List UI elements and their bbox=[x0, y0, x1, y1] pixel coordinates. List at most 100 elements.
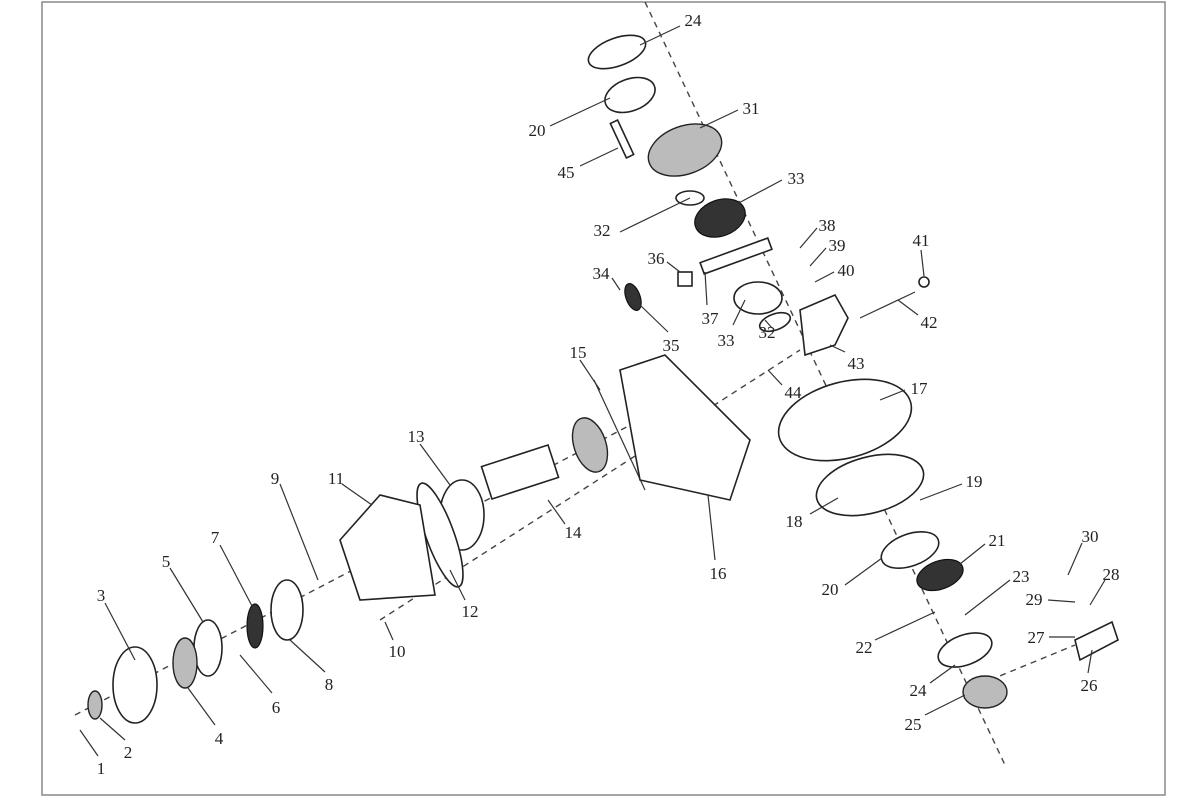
leader-line bbox=[639, 304, 669, 333]
callout-number: 30 bbox=[1082, 527, 1099, 546]
callout-number: 9 bbox=[271, 469, 280, 488]
parts bbox=[87, 34, 1119, 724]
leader-line bbox=[829, 344, 846, 353]
leader-line bbox=[169, 567, 204, 623]
leader-line bbox=[99, 717, 126, 741]
leader-line bbox=[704, 271, 708, 306]
callout-number: 23 bbox=[1013, 567, 1030, 586]
leader-line bbox=[954, 543, 986, 569]
callout-number: 4 bbox=[215, 729, 224, 748]
callout-number: 22 bbox=[856, 638, 873, 657]
leader-line bbox=[219, 544, 253, 607]
callout-number: 11 bbox=[328, 469, 344, 488]
callout-number: 18 bbox=[786, 512, 803, 531]
part-side-gear-lower bbox=[733, 281, 783, 315]
callout-number: 14 bbox=[565, 523, 583, 542]
part-bolt bbox=[609, 119, 635, 159]
part-axle-housing bbox=[619, 354, 751, 501]
callout-number: 27 bbox=[1028, 628, 1046, 647]
part-cross-shaft bbox=[699, 237, 773, 275]
callout-number: 12 bbox=[462, 602, 479, 621]
callout-number: 20 bbox=[529, 121, 546, 140]
callout-number: 21 bbox=[989, 531, 1006, 550]
leader-line bbox=[964, 579, 1011, 616]
callout-number: 33 bbox=[788, 169, 805, 188]
leader-line bbox=[289, 639, 326, 673]
leader-line bbox=[547, 499, 566, 525]
callout-number: 44 bbox=[785, 383, 803, 402]
part-flange bbox=[815, 453, 925, 517]
leader-line bbox=[874, 611, 936, 641]
leader-line bbox=[79, 729, 99, 757]
part-carrier-housing bbox=[647, 123, 723, 177]
callout-number: 29 bbox=[1026, 590, 1043, 609]
leader-line bbox=[809, 247, 827, 267]
leader-line bbox=[844, 557, 883, 586]
part-gasket bbox=[593, 379, 646, 491]
leader-line bbox=[897, 299, 919, 316]
part-castle-nut bbox=[87, 690, 103, 720]
callout-number: 38 bbox=[819, 216, 836, 235]
leader-line bbox=[341, 483, 373, 506]
part-gear-lower bbox=[916, 558, 964, 592]
leader-line bbox=[1067, 542, 1083, 576]
callout-number: 39 bbox=[829, 236, 846, 255]
leader-line bbox=[384, 621, 394, 641]
callout-number: 3 bbox=[97, 586, 106, 605]
callout-number: 35 bbox=[663, 336, 680, 355]
leader-line bbox=[699, 109, 739, 129]
part-bearing-lower bbox=[880, 530, 940, 570]
part-seal bbox=[246, 603, 264, 649]
callout-number: 17 bbox=[911, 379, 929, 398]
part-washer-lower bbox=[758, 311, 792, 333]
leader-line bbox=[814, 271, 835, 283]
callout-number: 40 bbox=[838, 261, 855, 280]
leader-line bbox=[734, 179, 783, 206]
part-nut-small bbox=[918, 276, 930, 288]
part-side-gear bbox=[694, 198, 746, 238]
leader-line bbox=[924, 694, 966, 716]
leader-line bbox=[419, 443, 451, 486]
leader-line bbox=[549, 97, 611, 127]
callout-number: 28 bbox=[1103, 565, 1120, 584]
callout-number: 1 bbox=[97, 759, 106, 778]
leader-line bbox=[639, 25, 681, 46]
part-drive-pinion bbox=[571, 417, 609, 473]
part-adjuster-nut bbox=[962, 675, 1008, 709]
callout-number: 16 bbox=[710, 564, 727, 583]
part-bearing-cup-lower bbox=[937, 632, 993, 668]
leader-line bbox=[666, 261, 681, 273]
leader-line bbox=[764, 319, 773, 329]
leader-line bbox=[919, 483, 963, 501]
part-bearing-cup-top bbox=[587, 34, 647, 70]
part-pinion bbox=[624, 283, 642, 311]
leader-line bbox=[449, 569, 466, 601]
callout-number: 7 bbox=[211, 528, 220, 547]
part-pin bbox=[859, 291, 916, 319]
callout-number: 31 bbox=[743, 99, 760, 118]
part-pinion-shaft bbox=[480, 444, 560, 500]
leader-line bbox=[799, 227, 818, 249]
part-bearing-front bbox=[270, 579, 304, 641]
part-lock-block bbox=[799, 293, 849, 357]
leader-line bbox=[732, 299, 746, 326]
leader-line bbox=[279, 483, 319, 581]
leader-lines bbox=[79, 25, 1106, 757]
part-ring-gear bbox=[777, 378, 913, 462]
callout-number: 33 bbox=[718, 331, 735, 350]
callout-number: 32 bbox=[759, 323, 776, 342]
leader-line bbox=[1089, 579, 1106, 606]
part-pinion-case bbox=[339, 494, 436, 601]
callout-number: 6 bbox=[272, 698, 281, 717]
callout-number: 24 bbox=[685, 11, 703, 30]
part-bearing-top bbox=[604, 76, 656, 114]
callout-number: 36 bbox=[648, 249, 665, 268]
part-seal-outer bbox=[193, 619, 223, 677]
leader-line bbox=[239, 654, 273, 694]
leader-line bbox=[187, 687, 216, 726]
callout-number: 43 bbox=[848, 354, 865, 373]
part-block bbox=[677, 271, 693, 287]
leader-line bbox=[579, 359, 601, 391]
leader-line bbox=[619, 197, 691, 233]
